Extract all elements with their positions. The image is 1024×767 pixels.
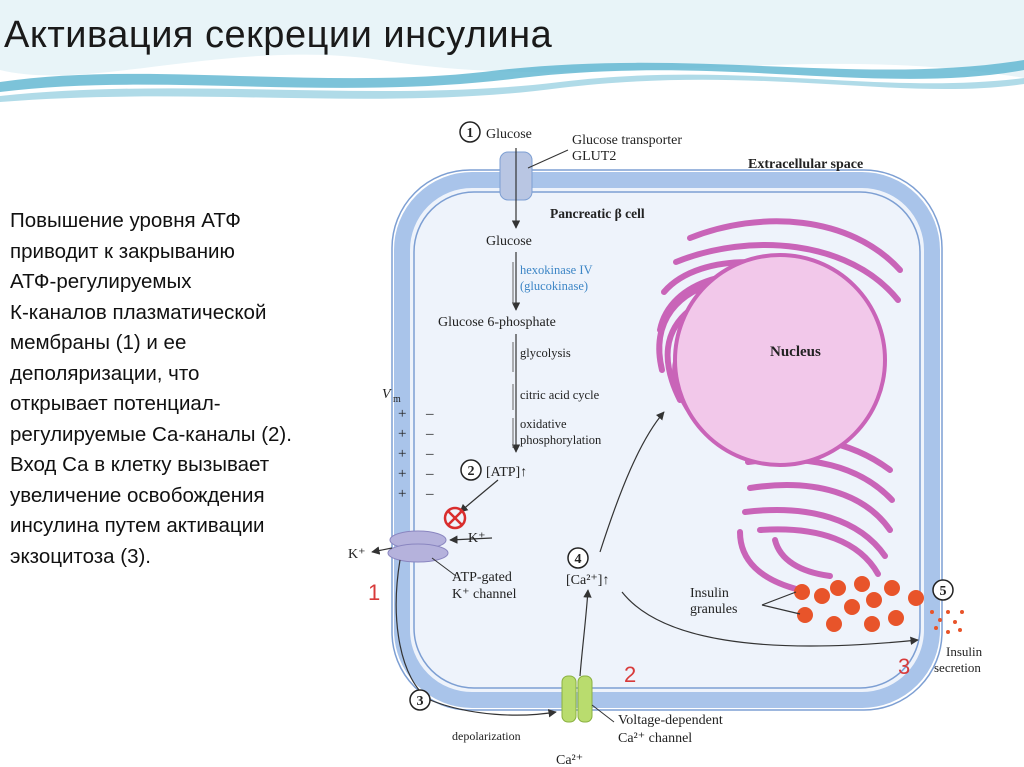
vdcc-label: Voltage-dependent [618,713,723,728]
glycolysis-label: glycolysis [520,346,571,360]
description-line: экзоцитоза (3). [10,544,151,568]
g6p-label: Glucose 6-phosphate [438,315,556,330]
glucose-inside-label: Glucose [486,234,532,249]
extracellular-label: Extracellular space [748,157,863,172]
secretion-label: Insulin [946,644,983,659]
svg-text:+: + [398,426,406,442]
inhibit-icon [443,506,467,530]
nucleus [673,253,887,467]
svg-text:–: – [425,486,434,502]
katp-label: K⁺ channel [452,587,517,602]
annotation-1: 1 [368,580,381,605]
svg-text:–: – [425,406,434,422]
description-line: деполяризации, что [10,361,200,385]
ca-outside-label: Ca²⁺ [556,753,583,767]
secreted-insulin [930,610,964,634]
ca-channel [561,675,593,723]
vm-subscript: m [393,394,401,405]
description-line: Вход Са в клетку вызывает [10,453,270,476]
atp-label: [ATP]↑ [486,465,527,480]
granules-label: Insulin [690,586,729,601]
beta-cell-label: Pancreatic β cell [550,206,645,221]
vm-label: V [382,387,392,402]
hexokinase-label: hexokinase IV [520,263,593,277]
vdcc-label: Ca²⁺ channel [618,731,692,746]
svg-text:+: + [398,466,406,482]
step-4-number: 4 [575,552,582,567]
k-outside-label: K⁺ [348,547,366,562]
step-3-number: 3 [417,694,424,709]
description-line: регулируемые Са-каналы (2). [10,422,292,446]
k-atp-channel [387,530,449,563]
description-line: приводит к закрыванию [10,239,235,263]
secretion-label: secretion [934,660,981,675]
svg-text:–: – [425,466,434,482]
granules-label: granules [690,602,737,617]
description-text: Повышение уровня АТФ приводит к закрыван… [10,206,370,572]
transporter-label: GLUT2 [572,149,616,164]
svg-text:+: + [398,486,406,502]
insulin-granules [794,576,924,632]
step-2-number: 2 [468,464,475,479]
citric-cycle-label: citric acid cycle [520,388,600,402]
svg-text:–: – [425,446,434,462]
k-inside-label: K⁺ [468,531,486,546]
description-line: открывает потенциал- [10,392,221,415]
step-1-number: 1 [467,126,474,141]
description-line: увеличение освобождения [10,483,265,507]
oxphos-label: oxidative [520,417,567,431]
membrane-potential-charges: + – + – + – + – + – [398,406,434,502]
description-line: инсулина путем активации [10,514,265,537]
svg-text:+: + [398,446,406,462]
slide-title: Активация секреции инсулина [4,14,553,56]
svg-text:+: + [398,406,406,422]
description-line: Повышение уровня АТФ [10,209,241,232]
svg-text:–: – [425,426,434,442]
glucose-outside-label: Glucose [486,127,532,142]
annotation-2: 2 [624,662,637,687]
annotation-3: 3 [898,654,911,679]
step-5-number: 5 [940,584,947,599]
description-line: К-каналов плазматической [10,300,267,324]
description-line: АТФ-регулируемых [10,270,192,293]
depolarization-label: depolarization [452,729,521,743]
katp-label: ATP-gated [452,570,512,585]
hexokinase-label: (glucokinase) [520,279,588,293]
oxphos-label: phosphorylation [520,433,602,447]
step-circles [409,121,954,711]
nucleus-label: Nucleus [770,344,821,360]
cell-membrane [394,172,940,708]
transporter-label: Glucose transporter [572,133,682,148]
description-line: мембраны (1) и ее [10,331,187,354]
ca-inside-label: [Ca²⁺]↑ [566,573,609,588]
